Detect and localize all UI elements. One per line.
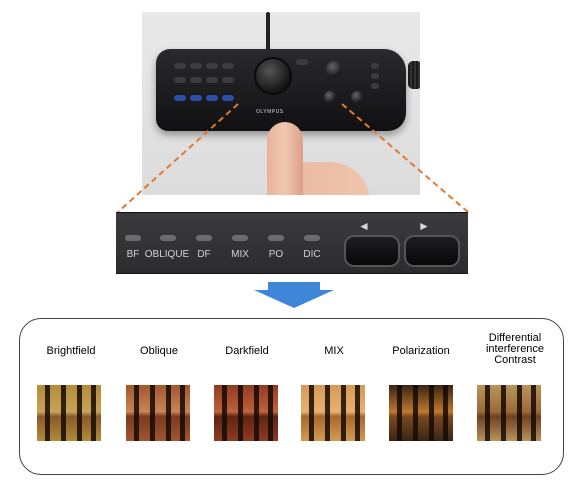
sample-dark-band [429,385,434,441]
previous-button[interactable] [344,235,400,267]
mode-label-df: DF [197,249,211,260]
led-indicator [304,235,320,241]
oblique-sample-image [126,385,190,441]
console-blue-button [222,95,234,101]
console-button [206,77,218,83]
led-indicator [160,235,176,241]
sample-dark-band [238,385,243,441]
down-arrow-icon [254,282,334,308]
led-indicator [125,235,141,241]
sample-dark-band [355,385,360,441]
sample-dark-band [268,385,273,441]
polarization-sample-image [389,385,453,441]
console-button [174,63,186,69]
console-button [222,63,234,69]
brightfield-sample-image [37,385,101,441]
sample-dark-band [61,385,66,441]
console-cable [266,12,270,52]
led-indicator [268,235,284,241]
sample-dark-band [485,385,490,441]
left-arrow-icon: ◄ [358,219,370,233]
darkfield-sample-image [214,385,278,441]
console-button [174,77,186,83]
console-button [206,63,218,69]
sample-dark-band [254,385,259,441]
console-jog [326,61,342,77]
mode-label-oblique: OBLIQUE [144,249,190,260]
next-button[interactable] [404,235,460,267]
sample-dark-band [397,385,402,441]
console-button [371,83,379,89]
console-jog [351,91,363,103]
console-button [371,73,379,79]
console-jog [324,91,336,103]
console-button [190,63,202,69]
sample-dark-band [91,385,96,441]
sample-dark-band [45,385,50,441]
control-console: OLYMPUS [156,49,420,131]
sample-dark-band [413,385,418,441]
sample-dark-band [134,385,139,441]
console-button [222,77,234,83]
console-blue-button [190,95,202,101]
led-indicator [196,235,212,241]
sample-dark-band [325,385,330,441]
console-button [371,63,379,69]
mode-label-dic: DIC [303,249,321,260]
mode-title-mix: MIX [324,345,344,357]
sample-dark-band [166,385,171,441]
sample-dark-band [77,385,82,441]
sample-dark-band [309,385,314,441]
mode-comparison-panel: Brightfield Oblique Darkfield MIX Polari… [19,318,564,475]
mode-title-dic: Differential interference Contrast [485,332,545,366]
console-button [296,59,308,65]
sample-dark-band [341,385,346,441]
sample-dark-band [150,385,155,441]
sample-dark-band [222,385,227,441]
sample-dark-band [517,385,522,441]
console-button [190,77,202,83]
mode-title-polarization: Polarization [392,345,450,357]
console-side-knob [408,61,420,89]
mode-label-mix: MIX [231,249,249,260]
mode-button-strip: BF OBLIQUE DF MIX PO DIC ◄ ► [116,212,468,274]
right-arrow-icon: ► [418,219,430,233]
sample-dark-band [443,385,448,441]
mix-sample-image [301,385,365,441]
mode-label-bf: BF [126,249,140,260]
mode-title-brightfield: Brightfield [46,345,96,357]
console-brand: OLYMPUS [256,109,284,115]
dic-sample-image [477,385,541,441]
sample-dark-band [180,385,185,441]
finger [267,122,303,195]
console-blue-button [206,95,218,101]
console-main-knob [254,57,292,95]
mode-title-darkfield: Darkfield [225,345,269,357]
sample-dark-band [531,385,536,441]
console-blue-button [174,95,186,101]
console-photo: OLYMPUS [142,12,420,195]
sample-dark-band [501,385,506,441]
mode-label-po: PO [268,249,284,260]
led-indicator [232,235,248,241]
mode-title-oblique: Oblique [140,345,178,357]
